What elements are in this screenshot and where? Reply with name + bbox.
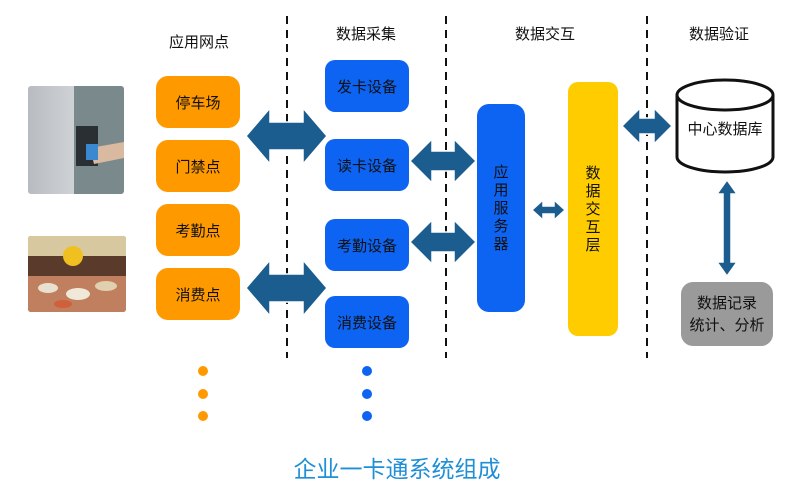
ellipsis-dot <box>362 389 372 399</box>
node-attendance: 考勤点 <box>156 204 240 256</box>
double-arrow-bottom-left <box>245 257 328 319</box>
records-box: 数据记录 统计、分析 <box>681 282 773 346</box>
device-attendance: 考勤设备 <box>325 219 409 271</box>
device-issue-label: 发卡设备 <box>336 77 397 96</box>
ellipsis-dot <box>198 366 208 376</box>
double-arrow-server-layer <box>530 198 567 222</box>
interaction-layer-char: 数 <box>585 164 601 182</box>
ellipsis-dot <box>362 366 372 376</box>
access-card-photo <box>28 86 124 194</box>
app-server: 应 用 服 务 器 <box>477 104 525 312</box>
double-arrow-layer-database <box>620 106 674 146</box>
interaction-layer-char: 据 <box>585 182 601 200</box>
app-server-char: 服 <box>493 199 509 217</box>
double-arrow-top-left <box>245 105 328 167</box>
header-application-points: 应用网点 <box>168 33 229 51</box>
diagram-title: 企业一卡通系统组成 <box>293 457 501 483</box>
interaction-layer-char: 交 <box>585 200 601 218</box>
node-parking-label: 停车场 <box>175 93 221 112</box>
device-reader-label: 读卡设备 <box>336 156 397 175</box>
device-issue: 发卡设备 <box>325 60 409 112</box>
records-line2: 统计、分析 <box>689 316 765 334</box>
ellipsis-dot <box>362 411 372 421</box>
node-consumption-label: 消费点 <box>175 285 221 304</box>
database-cylinder <box>675 78 775 174</box>
header-data-interaction: 数据交互 <box>514 25 575 43</box>
node-parking: 停车场 <box>156 76 240 128</box>
app-server-char: 器 <box>493 235 509 253</box>
app-server-char: 应 <box>493 163 509 181</box>
node-door: 门禁点 <box>156 140 240 192</box>
node-attendance-label: 考勤点 <box>175 221 221 240</box>
node-consumption: 消费点 <box>156 268 240 320</box>
device-consumption: 消费设备 <box>325 296 409 348</box>
canteen-photo <box>28 236 126 312</box>
header-data-collection: 数据采集 <box>335 25 396 43</box>
header-data-verification: 数据验证 <box>688 25 749 43</box>
device-attendance-label: 考勤设备 <box>336 236 397 255</box>
database-label: 中心数据库 <box>687 120 763 138</box>
interaction-layer-char: 层 <box>585 236 601 254</box>
app-server-char: 务 <box>493 217 509 235</box>
device-reader: 读卡设备 <box>325 139 409 191</box>
app-server-char: 用 <box>493 181 509 199</box>
double-arrow-reader-server <box>408 137 478 185</box>
records-line1: 数据记录 <box>696 294 757 312</box>
ellipsis-dot <box>198 411 208 421</box>
interaction-layer: 数 据 交 互 层 <box>568 82 618 336</box>
device-consumption-label: 消费设备 <box>336 313 397 332</box>
interaction-layer-char: 互 <box>585 218 601 236</box>
double-arrow-database-records <box>715 178 739 278</box>
double-arrow-attendance-server <box>408 218 478 266</box>
node-door-label: 门禁点 <box>175 157 221 176</box>
ellipsis-dot <box>198 389 208 399</box>
